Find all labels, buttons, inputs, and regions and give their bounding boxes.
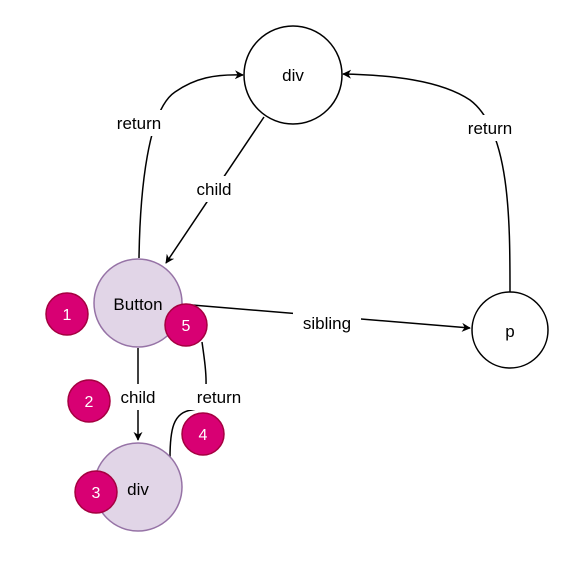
node-root-div: div xyxy=(243,25,343,125)
step-badge-5: 5 xyxy=(164,303,208,347)
edge-label-root-child: child xyxy=(197,180,232,199)
node-p-label: p xyxy=(505,322,514,341)
node-button-label: Button xyxy=(113,295,162,314)
step-badge-5-label: 5 xyxy=(182,318,191,335)
node-child-div-label: div xyxy=(127,480,149,499)
step-badge-3-label: 3 xyxy=(92,485,101,502)
node-button: Button xyxy=(93,258,183,348)
node-p: p xyxy=(471,291,549,369)
step-badge-1: 1 xyxy=(45,292,89,336)
node-root-div-label: div xyxy=(282,66,304,85)
step-badge-2: 2 xyxy=(67,379,111,423)
step-badge-4: 4 xyxy=(181,412,225,456)
step-badge-3: 3 xyxy=(74,470,118,514)
edge-label-button-return: return xyxy=(117,114,161,133)
edge-button-to-root xyxy=(138,70,244,259)
step-badge-2-label: 2 xyxy=(85,394,94,411)
step-badge-4-label: 4 xyxy=(199,427,208,444)
edge-p-to-root xyxy=(342,69,511,293)
edge-label-p-return: return xyxy=(468,119,512,138)
edge-label-div-return: return xyxy=(197,388,241,407)
node-child-div: div xyxy=(93,442,183,532)
edge-label-sibling: sibling xyxy=(303,314,351,333)
edge-label-button-child: child xyxy=(121,388,156,407)
step-badge-1-label: 1 xyxy=(63,307,72,324)
